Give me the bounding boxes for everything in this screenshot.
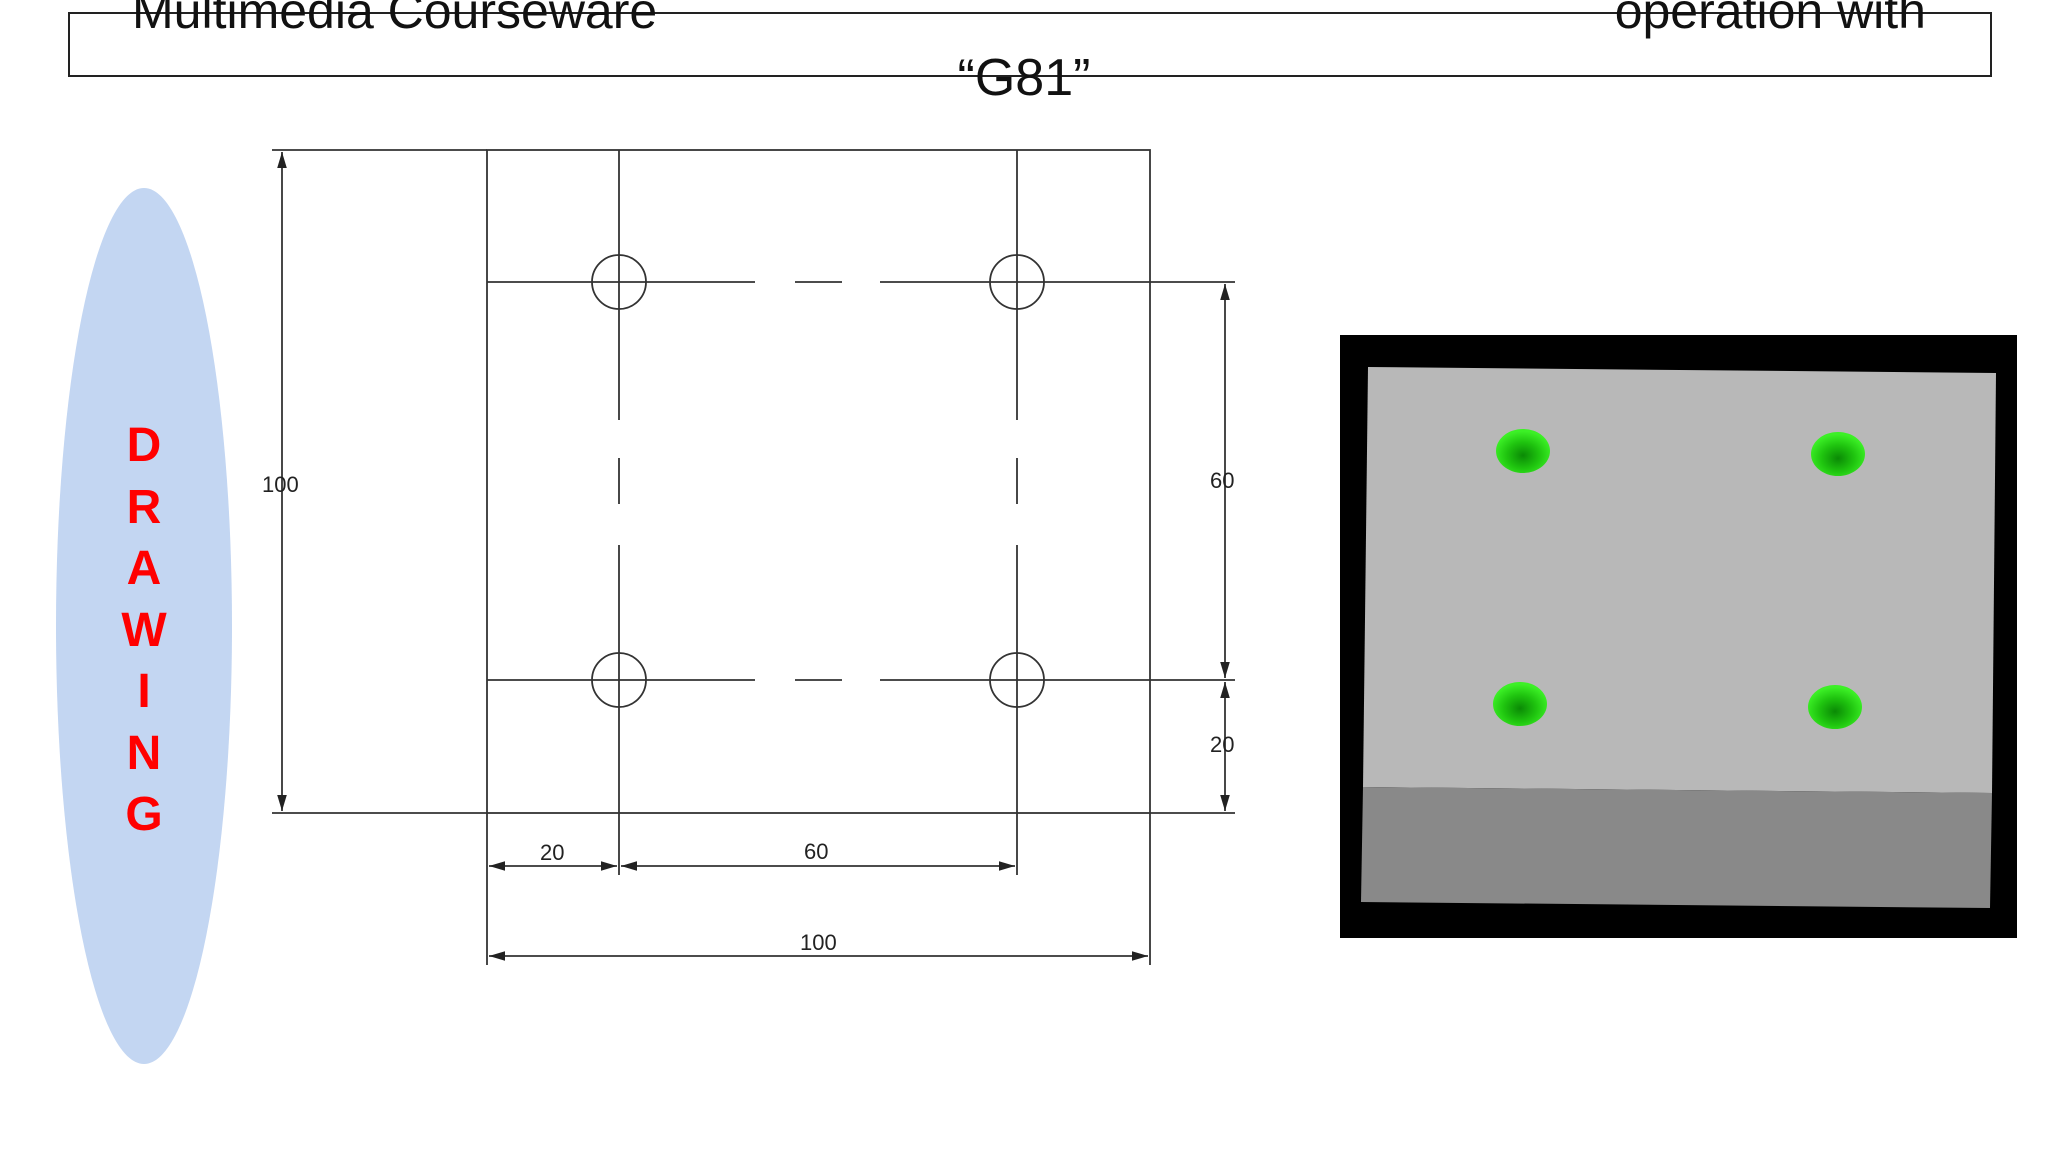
label-letter: A: [126, 542, 162, 595]
label-letter: W: [121, 603, 167, 657]
dim-hole-spacing-y: 60: [1210, 468, 1234, 493]
title-code-text: “G81”: [957, 49, 1091, 107]
simulation-render: [1340, 335, 2017, 938]
hole-top-right: [989, 254, 1045, 310]
dim-overall-height: 100: [262, 472, 299, 497]
workpiece-top-face: [1363, 367, 1996, 793]
label-letter: G: [125, 788, 163, 841]
drilled-hole-bottom-right: [1808, 685, 1862, 729]
dim-hole-spacing-x: 60: [804, 839, 828, 864]
label-letter: R: [126, 480, 162, 534]
drawing-vertical-label: D R A W I N G: [56, 415, 232, 846]
drawing-label-ellipse: [56, 188, 232, 1064]
hole-top-left: [591, 254, 647, 310]
dim-overall-width: 100: [800, 930, 837, 955]
title-left-text: Multimedia Courseware: [132, 0, 658, 39]
drilled-hole-bottom-left: [1493, 682, 1547, 726]
center-lines: [487, 150, 1235, 875]
title-right-text: operation with: [1614, 0, 1926, 39]
plate-outline: [486, 149, 1151, 814]
hole-bottom-right: [989, 652, 1045, 708]
workpiece-front-face: [1361, 787, 1992, 908]
hole-bottom-left: [591, 652, 647, 708]
label-letter: I: [137, 665, 151, 718]
dim-edge-offset-y: 20: [1210, 732, 1234, 757]
label-letter: N: [126, 726, 162, 780]
title-frame: [68, 12, 1992, 77]
drilled-hole-top-right: [1811, 432, 1865, 476]
label-letter: D: [126, 419, 162, 472]
dim-edge-offset-x: 20: [540, 840, 564, 865]
drilled-hole-top-left: [1496, 429, 1550, 473]
